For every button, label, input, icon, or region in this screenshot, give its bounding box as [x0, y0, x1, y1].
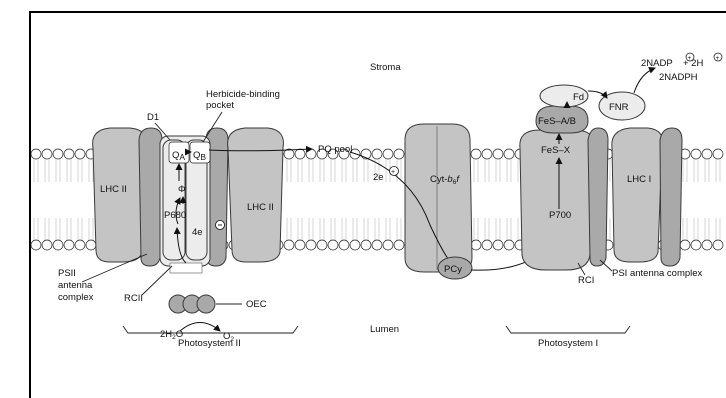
psii-antenna-label-1: PSII [58, 268, 76, 279]
nadph-label: 2NADPH [659, 72, 698, 83]
p680-label: P680 [164, 210, 186, 221]
water-oxidation-arrow [180, 323, 220, 332]
photosystem2-bracket [123, 326, 298, 333]
oec-label: OEC [246, 299, 267, 310]
d1-label: D1 [147, 112, 159, 123]
photosystem1-bracket [506, 326, 630, 333]
lipid-head [295, 240, 305, 250]
rcii-leader [142, 266, 172, 295]
lipid-head [317, 240, 327, 250]
lipid-head [702, 240, 712, 250]
lhc2-right-complex [228, 128, 284, 262]
lipid-head [350, 240, 360, 250]
photosystem1-label: Photosystem I [538, 338, 598, 349]
lhc1-label: LHC I [627, 174, 651, 185]
p700-label: P700 [549, 210, 571, 221]
lipid-head [702, 149, 712, 159]
nadp-label: 2NADP [641, 58, 673, 69]
fnr-label: FNR [609, 102, 629, 113]
qb-label: QB [193, 150, 206, 162]
lipid-head [493, 240, 503, 250]
lipid-head [306, 240, 316, 250]
lipid-head [75, 240, 85, 250]
lipid-head [482, 240, 492, 250]
lipid-head [31, 240, 41, 250]
lipid-head [691, 240, 701, 250]
lipid-head [394, 240, 404, 250]
psi-antenna-leader [600, 260, 612, 271]
rcii-label: RCII [124, 293, 143, 304]
lhc2-left-complex [93, 128, 147, 262]
herbicide-label-1: Herbicide-binding [206, 89, 280, 100]
rcii-base [170, 263, 202, 273]
fes-x-label: FeS–X [541, 145, 571, 156]
lipid-head [482, 149, 492, 159]
fd-label: Fd [573, 92, 584, 103]
lipid-head [383, 149, 393, 159]
lhc2-right-label: LHC II [247, 202, 274, 213]
cyt-b6f-label: Cyt-b6f [430, 174, 460, 186]
psi-antenna-label: PSI antenna complex [612, 268, 703, 279]
lipid-head [75, 149, 85, 159]
lipid-head [680, 240, 690, 250]
four-e-label: 4e [192, 227, 203, 238]
psi-antenna-left [588, 128, 608, 266]
lipid-head [493, 149, 503, 159]
psii-antenna-label-3: complex [58, 292, 94, 303]
lipid-head [53, 240, 63, 250]
photosystem2-label: Photosystem II [178, 338, 241, 349]
h-plus-sign: + [716, 55, 720, 62]
lipid-head [504, 240, 514, 250]
oec-complex [169, 295, 215, 313]
lipid-head [372, 240, 382, 250]
lipid-head [713, 149, 723, 159]
lipid-head [53, 149, 63, 159]
lumen-label: Lumen [370, 324, 399, 335]
lipid-head [42, 149, 52, 159]
lipid-head [64, 149, 74, 159]
lhc1-complex [612, 128, 663, 262]
plus-2h-label: + 2H [683, 58, 703, 69]
lhc2-left-label: LHC II [100, 184, 127, 195]
lipid-head [471, 240, 481, 250]
lipid-head [64, 240, 74, 250]
lipid-head [306, 149, 316, 159]
lipid-head [471, 149, 481, 159]
cyt-b6f-complex [405, 124, 472, 272]
lipid-head [284, 240, 294, 250]
lipid-head [504, 149, 514, 159]
rci-label: RCI [578, 275, 594, 286]
lipid-head [372, 149, 382, 159]
lipid-head [691, 149, 701, 159]
lipid-head [295, 149, 305, 159]
pcy-label: PCy [444, 264, 462, 275]
psi-antenna-right [660, 128, 682, 266]
stroma-label: Stroma [370, 62, 401, 73]
lipid-head [86, 240, 96, 250]
fes-ab-label: FeS–A/B [538, 116, 576, 127]
lipid-head [394, 149, 404, 159]
fnr-to-nadph-arrow [634, 68, 655, 93]
psii-antenna-left [139, 128, 162, 266]
lipid-head [42, 240, 52, 250]
psii-antenna-label-2: antenna [58, 280, 93, 291]
plus-sign: + [391, 169, 395, 176]
lipid-head [361, 240, 371, 250]
lipid-head [713, 240, 723, 250]
lipid-head [31, 149, 41, 159]
lipid-head [383, 240, 393, 250]
two-e-label: 2e [373, 172, 384, 183]
lipid-head [339, 240, 349, 250]
qa-label: QA [172, 150, 185, 162]
herbicide-label-2: pocket [206, 100, 234, 111]
pq-pool-label: PQ pool [318, 144, 352, 155]
lipid-head [328, 240, 338, 250]
phi-label: Φ [178, 184, 186, 195]
